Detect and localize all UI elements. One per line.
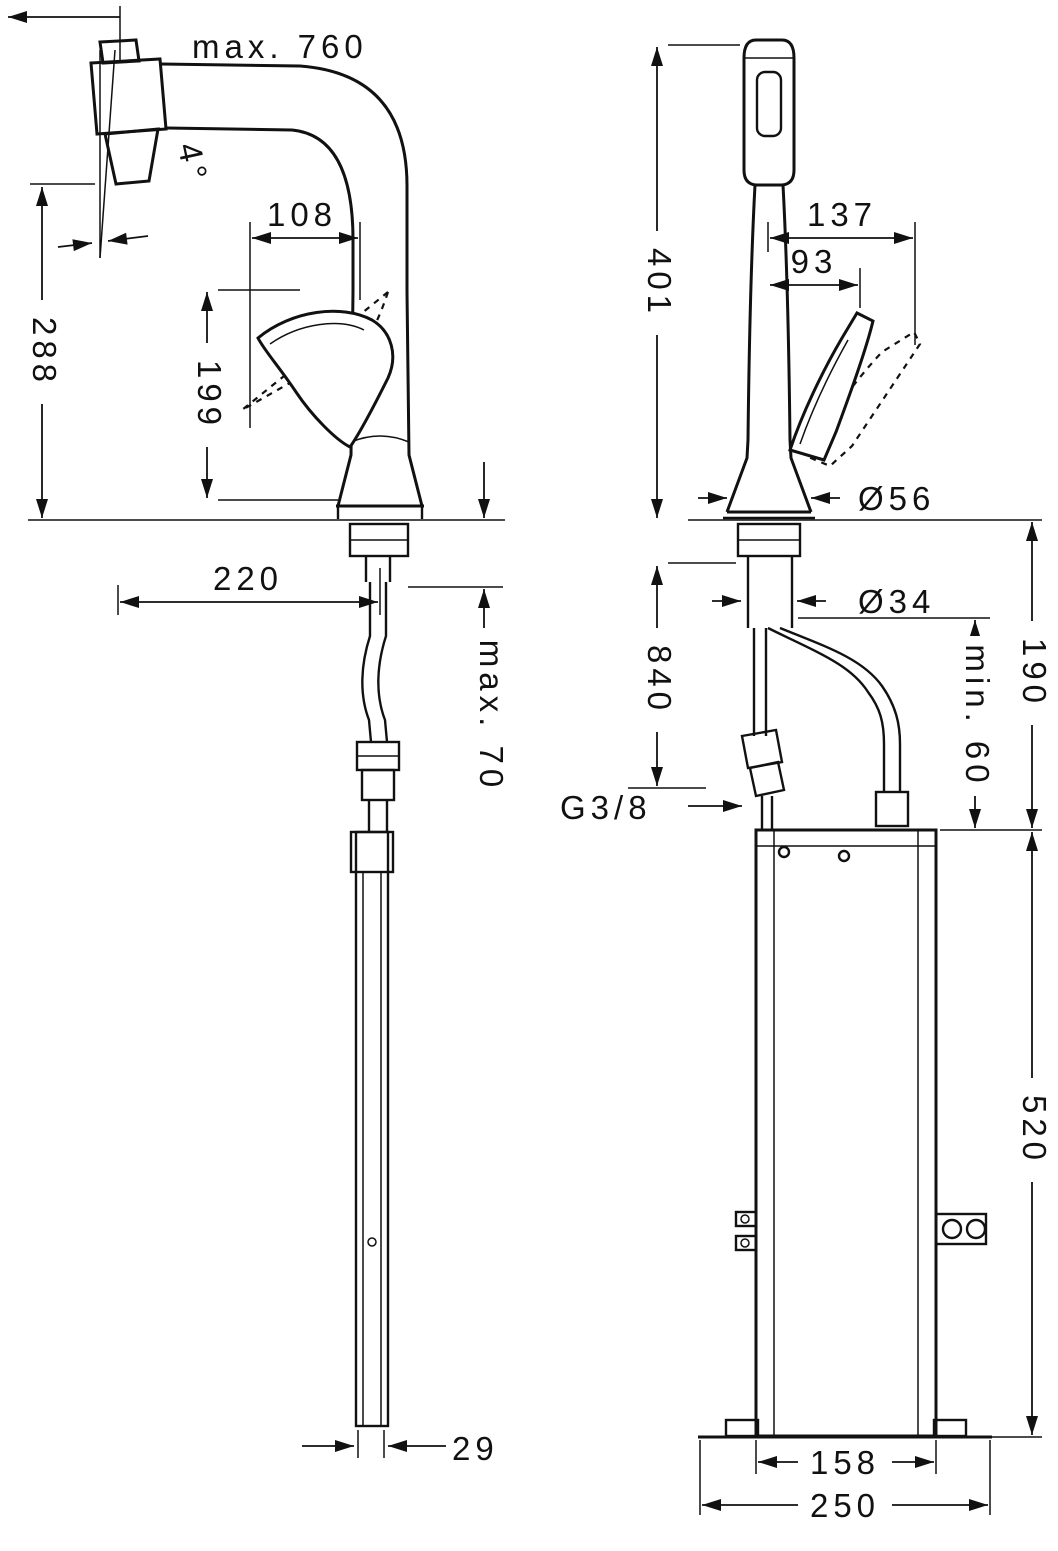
dimension-dia-34: [712, 595, 990, 619]
label-288: 288: [26, 317, 63, 387]
dimension-93: [770, 268, 861, 308]
label-29: 29: [452, 1430, 499, 1467]
pullout-spray-head-front: [742, 38, 796, 187]
dimension-29: [302, 1430, 446, 1458]
label-dia-34: Ø34: [858, 583, 935, 620]
label-401: 401: [641, 248, 678, 318]
handle-swing-dashed-front: [804, 330, 922, 468]
dimension-max-70: [408, 462, 503, 632]
label-199: 199: [191, 360, 228, 430]
label-93: 93: [791, 243, 838, 280]
hose-guide-bar-side: [349, 830, 395, 1428]
label-520: 520: [1016, 1095, 1053, 1165]
lever-handle-side: [256, 309, 395, 449]
dimension-137: [767, 222, 916, 345]
spout-side: [160, 62, 424, 519]
mounting-box-front: [698, 828, 992, 1439]
label-backgrounds: [25, 231, 1055, 1527]
label-108: 108: [267, 196, 337, 233]
dimension-max-760: [8, 6, 121, 60]
pullout-hose-side: [355, 582, 401, 832]
label-max-760: max. 760: [192, 28, 368, 65]
label-158: 158: [810, 1444, 880, 1481]
supply-hoses-front: [740, 626, 910, 830]
mounting-shank-side: [348, 522, 410, 582]
label-angle-4deg: 4°: [171, 139, 216, 187]
lever-handle-front: [788, 311, 875, 462]
right-view-faucet: [688, 38, 1042, 1439]
label-min-60: min. 60: [959, 644, 996, 787]
label-137: 137: [807, 196, 877, 233]
faucet-body-front: [723, 184, 815, 520]
label-g38: G3/8: [560, 789, 652, 826]
label-220: 220: [213, 560, 283, 597]
left-view-faucet: [28, 38, 505, 1428]
pullout-spray-head-side: [89, 38, 168, 186]
dimension-labels: max. 760 4° 288 108 199 220 max. 70 29 4…: [26, 28, 1053, 1524]
label-190: 190: [1016, 638, 1053, 708]
dimension-220: [117, 568, 381, 615]
label-840: 840: [641, 645, 678, 715]
label-250: 250: [810, 1487, 880, 1524]
dimension-108: [249, 222, 361, 428]
label-dia-56: Ø56: [858, 480, 935, 517]
label-max-70: max. 70: [473, 640, 510, 792]
dimension-angle-4deg: [57, 49, 149, 259]
mounting-shank-front: [736, 522, 802, 628]
